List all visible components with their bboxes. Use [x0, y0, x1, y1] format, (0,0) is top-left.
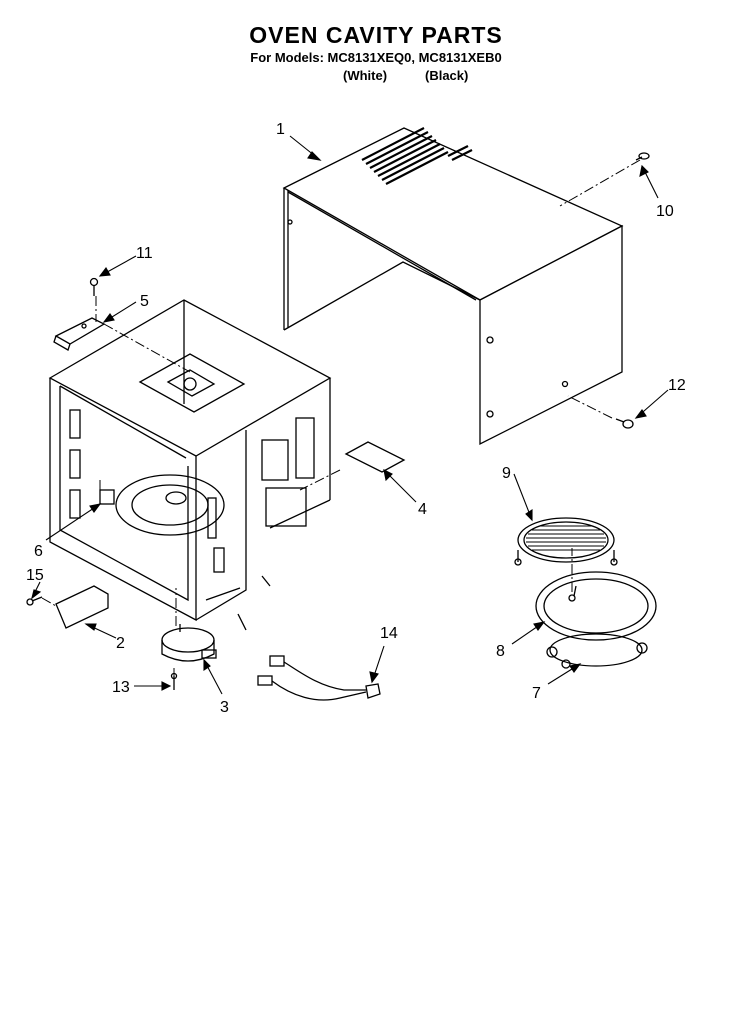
callout-14: 14	[380, 625, 398, 642]
callout-9: 9	[502, 465, 511, 482]
cabinet-wrapper-part	[282, 127, 624, 446]
variant-black-label: (Black)	[425, 68, 469, 83]
bracket-5-part	[53, 317, 106, 351]
screw-12-part	[615, 418, 634, 429]
glass-tray-8-part	[535, 571, 657, 641]
models-line: For Models: MC8131XEQ0, MC8131XEB0	[250, 50, 502, 65]
variant-white-label: (White)	[343, 68, 388, 83]
screw-15-part	[26, 596, 43, 606]
page-title: OVEN CAVITY PARTS	[249, 22, 503, 48]
screw-10-part	[635, 152, 650, 161]
callout-6: 6	[34, 543, 43, 560]
callout-10: 10	[656, 203, 674, 220]
callout-15: 15	[26, 567, 44, 584]
callout-13: 13	[112, 679, 130, 696]
callout-11: 11	[136, 245, 153, 262]
plate-2-part	[55, 585, 109, 629]
pad-4-part	[344, 441, 406, 473]
callout-4: 4	[418, 501, 427, 518]
oven-cavity-frame	[48, 299, 332, 631]
callout-5: 5	[140, 293, 149, 310]
callout-1: 1	[276, 121, 285, 138]
grommet-6-part	[99, 489, 115, 505]
callout-12: 12	[668, 377, 686, 394]
screw-11-part	[89, 277, 99, 296]
callout-7: 7	[532, 685, 541, 702]
callout-8: 8	[496, 643, 505, 660]
callout-2: 2	[116, 635, 125, 652]
callout-3: 3	[220, 699, 229, 716]
turntable-motor-3-part	[161, 624, 217, 662]
roller-support-7-part	[546, 633, 648, 669]
grill-rack-9-part	[514, 517, 618, 566]
wire-harness-14-part	[257, 655, 381, 701]
